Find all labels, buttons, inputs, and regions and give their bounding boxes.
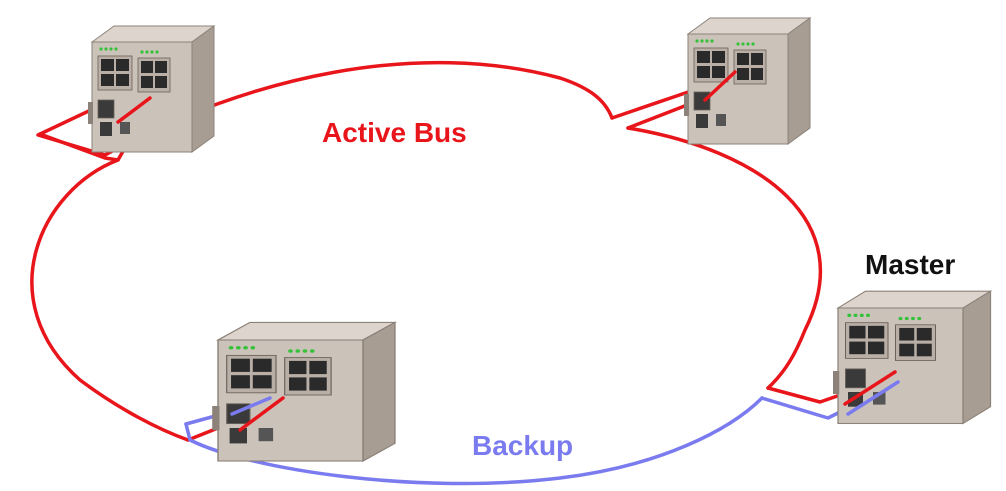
switch-top-right: [683, 17, 811, 145]
master-label: Master: [865, 249, 955, 280]
active-bus-label: Active Bus: [322, 117, 467, 148]
switch-bottom-left: [211, 321, 396, 462]
master-switch: [832, 290, 992, 425]
backup-label: Backup: [472, 430, 573, 461]
switch-top-left: [87, 25, 215, 153]
